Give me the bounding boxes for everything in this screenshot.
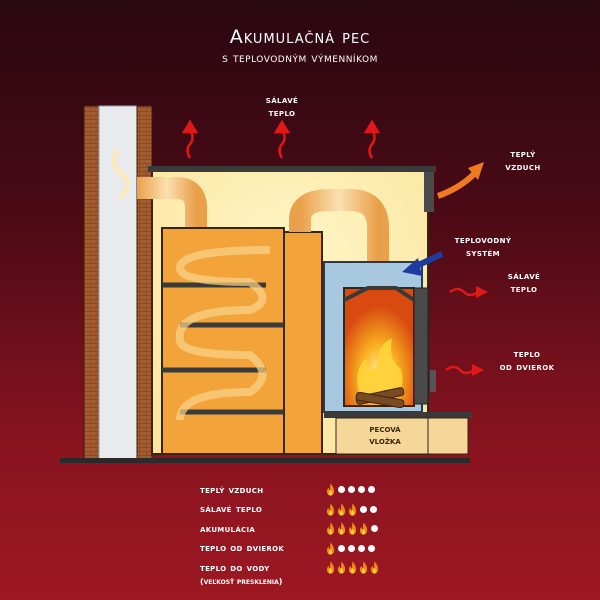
empty-dot-icon: [360, 505, 367, 513]
flame-icon: [348, 561, 357, 575]
empty-dot-icon: [338, 486, 345, 494]
flue-gas-path: [175, 246, 271, 421]
insert-door-frame: [413, 287, 429, 405]
radiant-arrows-top: [181, 119, 381, 159]
chimney-flue: [98, 105, 138, 463]
flame-icon: [326, 483, 335, 497]
legend-rating: [326, 502, 379, 516]
label-radiant-top-line2: teplo: [268, 107, 296, 119]
empty-dot-icon: [348, 486, 355, 494]
warm-air-vent: [424, 172, 434, 212]
empty-dot-icon: [370, 505, 377, 513]
flame-icon: [326, 541, 335, 555]
legend-rating: [326, 483, 377, 497]
label-warm-air-line2: vzduch: [505, 161, 541, 173]
label-warm-air: teplý vzduch: [488, 148, 558, 174]
chimney-smoke: [111, 148, 130, 200]
flame-icon: [370, 561, 379, 575]
legend-label: sálavé teplo: [200, 503, 263, 516]
legend-rating: [326, 561, 381, 575]
flame-icon: [337, 561, 346, 575]
door-handle: [430, 370, 436, 392]
label-radiant-top-line1: sálavé: [265, 94, 299, 106]
door-heat-arrow: [445, 365, 475, 375]
empty-dot-icon: [368, 486, 375, 494]
legend-row: teplý vzduch: [200, 480, 460, 500]
fire-flame: [357, 338, 403, 396]
flame-icon: [359, 561, 368, 575]
legend-row: teplo do vody: [200, 558, 460, 578]
legend-label: teplý vzduch: [200, 483, 264, 496]
base-bench: [427, 417, 469, 455]
page-subtitle: s teplovodným výmenníkom: [222, 51, 378, 66]
door-heat-arrow-head: [472, 364, 484, 376]
label-water-system-line1: teplovodný: [454, 234, 512, 246]
empty-dot-icon: [358, 544, 365, 552]
chimney-brick-left: [83, 105, 100, 463]
chimney-brick-right: [136, 105, 153, 463]
legend: teplý vzduch sálavé teplo akumulácia teplo …: [200, 480, 460, 578]
flame-icon: [348, 522, 357, 536]
legend-row: sálavé teplo: [200, 500, 460, 520]
insert-shelf: [324, 412, 472, 418]
radiant-arrow-right-head: [476, 286, 488, 298]
empty-dot-icon: [348, 544, 355, 552]
warm-air-arrowhead: [468, 162, 484, 180]
flame-icon: [326, 522, 335, 536]
label-warm-air-line1: teplý: [510, 148, 536, 160]
empty-dot-icon: [368, 544, 375, 552]
stove-diagram: [60, 105, 488, 463]
legend-row: teplo od dvierok: [200, 539, 460, 559]
label-radiant-top: sálavé teplo: [248, 94, 316, 120]
flame-icon: [326, 561, 335, 575]
firebox-baffle: [343, 286, 416, 302]
label-water-system-line2: systém: [465, 247, 501, 259]
flame-icon: [326, 502, 335, 516]
label-radiant-right-line2: teplo: [510, 283, 538, 295]
flame-icon: [337, 502, 346, 516]
empty-dot-icon: [358, 486, 365, 494]
firewood: [355, 387, 405, 409]
page-title: Akumulačná pec: [229, 26, 371, 48]
warm-air-arrow: [436, 171, 477, 199]
legend-row: akumulácia: [200, 519, 460, 539]
label-stove-insert-line1: pecová: [369, 424, 401, 435]
water-system-arrowhead: [402, 258, 422, 276]
flue-connector: [137, 177, 207, 228]
legend-rating: [326, 522, 380, 536]
legend-label: akumulácia: [200, 522, 256, 535]
legend-label: teplo do vody: [200, 561, 270, 574]
label-water-system: teplovodný systém: [438, 234, 528, 260]
accumulation-block-right: [283, 231, 323, 455]
radiant-arrow-right: [449, 287, 479, 297]
label-door-heat-line1: teplo: [513, 348, 541, 360]
label-radiant-right: sálavé teplo: [494, 270, 554, 296]
label-door-heat: teplo od dvierok: [482, 348, 572, 374]
legend-note: (veľkosť presklenia): [200, 577, 283, 586]
flame-icon: [337, 522, 346, 536]
empty-dot-icon: [338, 544, 345, 552]
legend-rating: [326, 541, 377, 555]
floor-line: [60, 458, 470, 463]
label-stove-insert-line2: vložka: [369, 436, 401, 447]
flame-icon: [359, 522, 368, 536]
label-stove-insert: pecová vložka: [350, 424, 420, 448]
flame-icon: [348, 502, 357, 516]
legend-label: teplo od dvierok: [200, 542, 285, 555]
arch-pipe: [289, 189, 389, 262]
label-radiant-right-line1: sálavé: [507, 270, 541, 282]
stove-top-plate: [148, 166, 436, 172]
empty-dot-icon: [371, 525, 378, 533]
label-door-heat-line2: od dvierok: [499, 361, 555, 373]
